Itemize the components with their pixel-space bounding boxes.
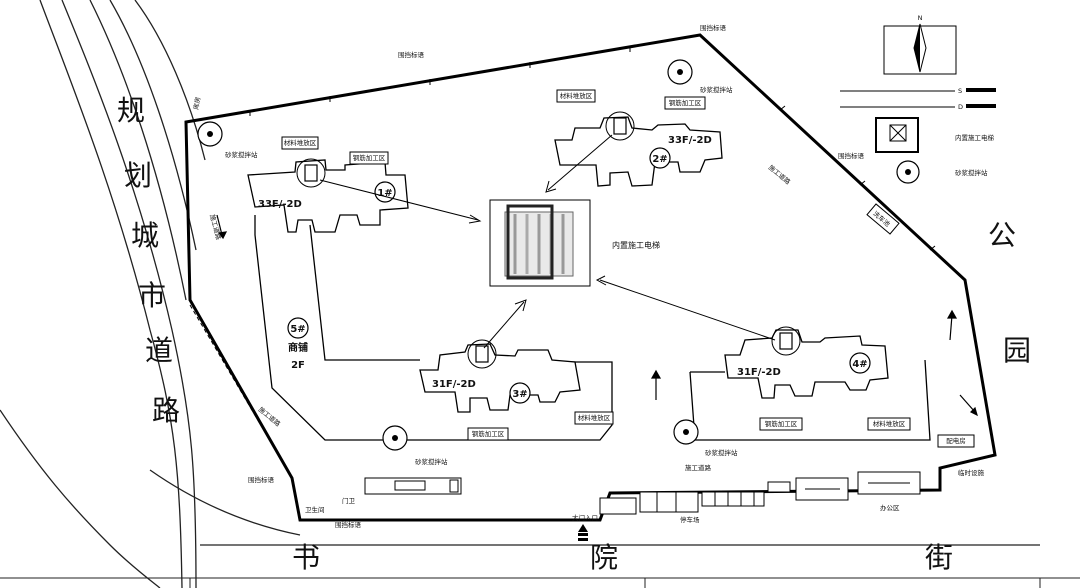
building-number: 2# <box>652 154 667 165</box>
building-floors: 33F/-2D <box>668 135 712 146</box>
mixer-label: 砂浆搅拌站 <box>415 457 448 466</box>
building-number: 4# <box>852 359 867 370</box>
zone-label: 钢筋加工区 <box>669 98 702 107</box>
legend-elevator-label: 内置施工电梯 <box>955 133 995 142</box>
zone-label: 材料堆放区 <box>560 91 593 100</box>
mixer-label: 砂浆搅拌站 <box>225 150 258 159</box>
legend-mixer-label: 砂浆搅拌站 <box>955 168 988 177</box>
elevator-graphic: 内置施工电梯 <box>489 199 660 287</box>
road-char: 公 <box>988 219 1016 252</box>
building-1: 1# 33F/-2D 材料堆放区 钢筋加工区 <box>247 136 409 233</box>
zone-label: 材料堆放区 <box>873 419 906 428</box>
fence-markers <box>249 46 936 251</box>
zone-label: 材料堆放区 <box>578 413 611 422</box>
road-char: 街 <box>925 541 953 574</box>
gate-icon: 大门入口 <box>572 513 598 541</box>
fence-label: 围挡标语 <box>700 23 727 32</box>
road-char: 城 <box>131 219 159 252</box>
building-floors: 2F <box>291 360 305 371</box>
north-arrow-icon: N <box>913 14 927 73</box>
temporary-facilities <box>364 471 921 515</box>
parking-label: 停车场 <box>680 515 700 524</box>
road-label: 施工道路 <box>767 163 793 187</box>
building-floors: 33F/-2D <box>258 199 302 210</box>
building-floors: 31F/-2D <box>432 379 476 390</box>
road-label: 施工道路 <box>685 463 712 472</box>
road-name-south: 书 院 街 <box>292 541 953 574</box>
mortar-mixers: 砂浆搅拌站 砂浆搅拌站 砂浆搅拌站 砂浆搅拌站 <box>197 59 738 466</box>
road-char: 市 <box>138 279 166 312</box>
fence-label: 围挡标语 <box>335 520 362 529</box>
building-floors: 31F/-2D <box>737 367 781 378</box>
gate-label: 大门入口 <box>572 513 598 522</box>
zone-label: 钢筋加工区 <box>472 429 505 438</box>
fence-label: 临时设施 <box>958 468 985 477</box>
power-label: 配电房 <box>946 436 966 445</box>
building-use: 商铺 <box>288 341 308 354</box>
road-char: 道 <box>145 334 173 367</box>
building-number: 3# <box>512 389 527 400</box>
tower-crane-icon <box>475 345 489 363</box>
road-char: 规 <box>117 94 145 127</box>
tower-crane-icon <box>613 117 627 135</box>
site-boundary <box>184 33 997 522</box>
warehouse-label: 库房 <box>191 96 202 110</box>
road-label: 施工道路 <box>208 213 224 241</box>
crane-arrows <box>319 134 776 349</box>
road-name-east: 公 园 <box>988 219 1031 367</box>
direction-arrows <box>216 214 978 417</box>
building-number: 5# <box>290 324 305 335</box>
legend-line-label: S <box>958 87 962 95</box>
fence-label: 围挡标语 <box>838 151 865 160</box>
zone-label: 钢筋加工区 <box>765 419 798 428</box>
zone-label: 钢筋加工区 <box>353 153 386 162</box>
road-char: 路 <box>152 394 180 427</box>
guard-label: 门卫 <box>342 496 356 505</box>
building-2: 2# 33F/-2D 材料堆放区 钢筋加工区 <box>554 89 723 187</box>
building-5: 5# 商铺 2F <box>287 317 309 371</box>
road-name-west: 规 划 城 市 道 路 <box>117 94 180 427</box>
road-char: 院 <box>590 541 618 574</box>
zone-label: 材料堆放区 <box>284 138 317 147</box>
office-label: 办公区 <box>880 503 900 512</box>
toilet-label: 卫生间 <box>305 505 325 514</box>
road-char: 划 <box>124 159 152 192</box>
fence-label: 围挡标语 <box>248 475 275 484</box>
elevator-label: 内置施工电梯 <box>612 240 660 250</box>
tower-crane-icon <box>304 164 318 182</box>
tower-crane-icon <box>779 332 793 350</box>
road-char: 书 <box>292 541 320 574</box>
legend-line-label: D <box>958 103 963 111</box>
mixer-label: 砂浆搅拌站 <box>705 448 738 457</box>
internal-road <box>254 215 931 441</box>
mixer-label: 砂浆搅拌站 <box>700 85 733 94</box>
north-label: N <box>918 14 923 22</box>
legend: N S D 内置施工电梯 砂浆搅拌站 <box>840 14 996 184</box>
building-number: 1# <box>377 188 392 199</box>
road-char: 园 <box>1003 334 1031 367</box>
building-3: 3# 31F/-2D 钢筋加工区 材料堆放区 <box>419 339 614 441</box>
building-4: 4# 31F/-2D 钢筋加工区 材料堆放区 <box>724 326 911 431</box>
fence-label: 围挡标语 <box>398 50 425 59</box>
